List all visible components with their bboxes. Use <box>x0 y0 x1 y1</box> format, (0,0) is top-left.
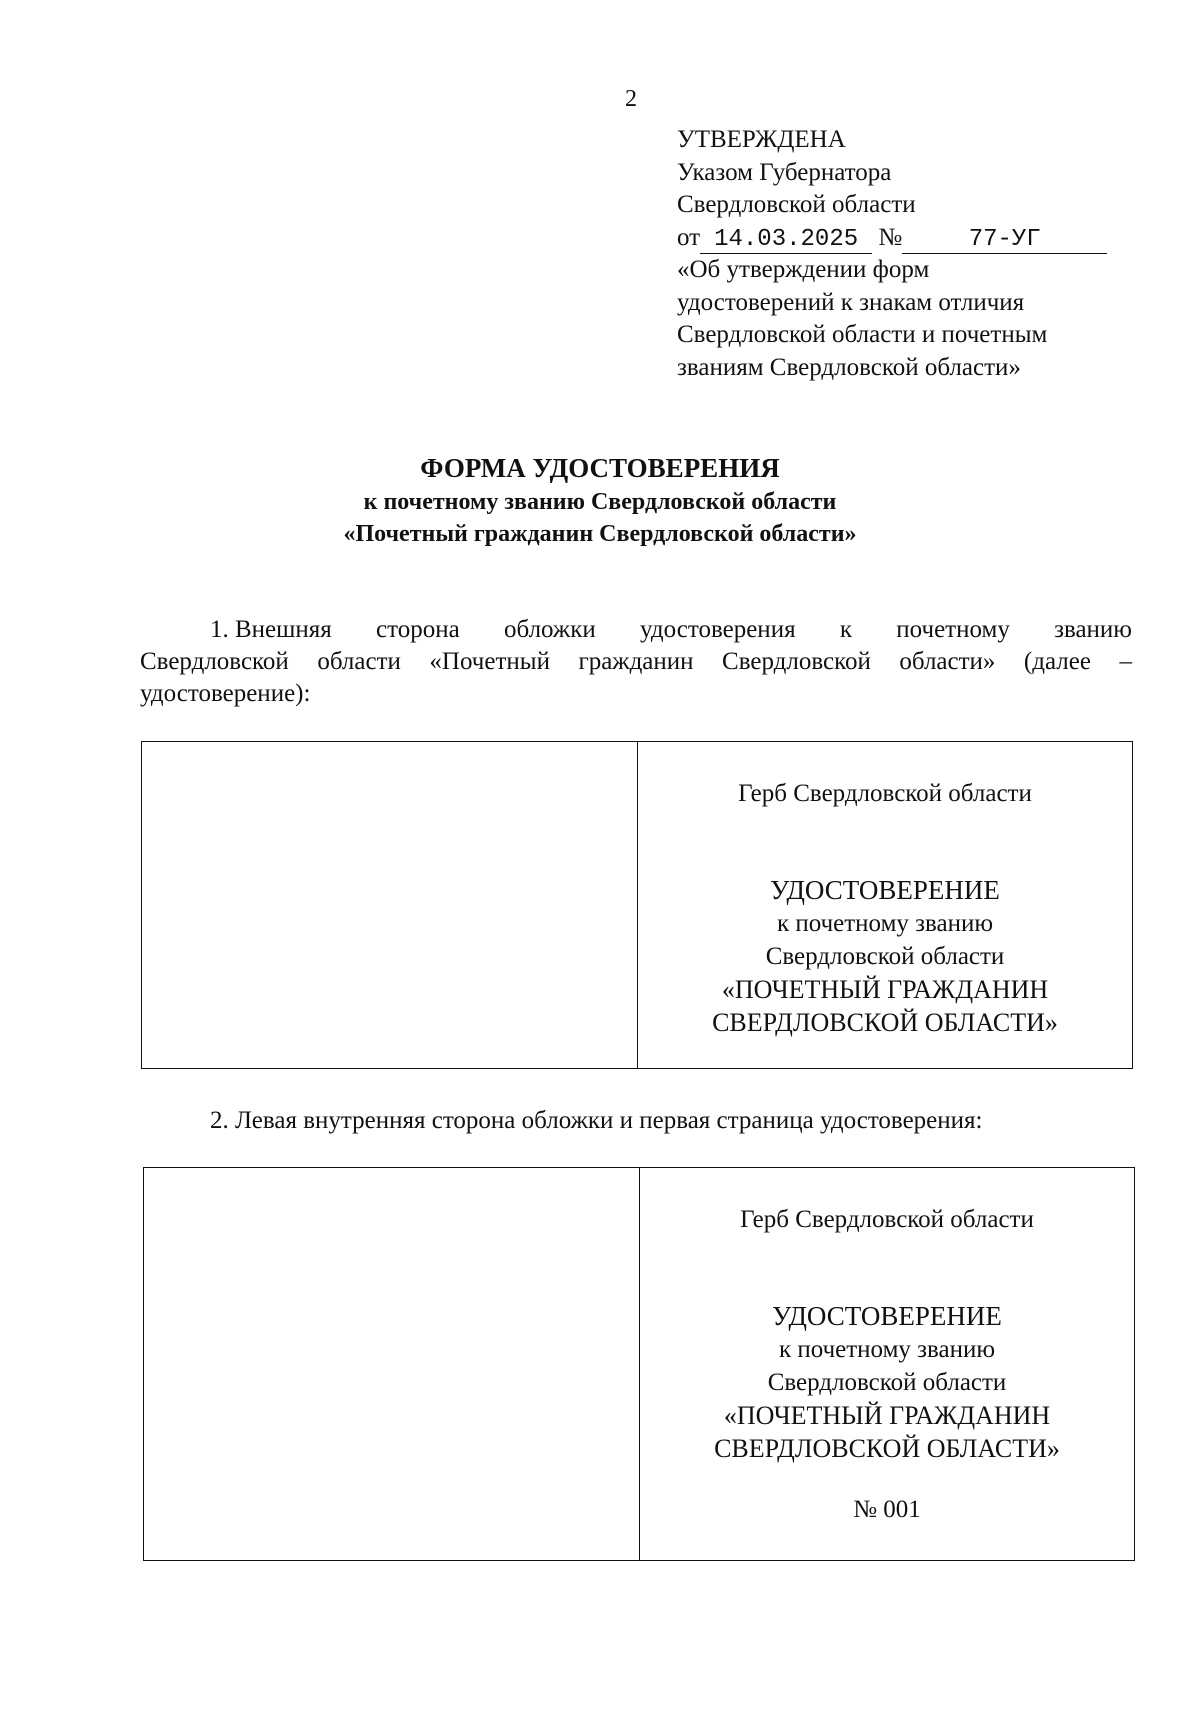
certificate-line: Свердловской области <box>767 1369 1007 1396</box>
title-line-2: к почетному званию Свердловской области <box>363 489 837 515</box>
word: почетному <box>896 616 1010 643</box>
word: области <box>317 648 401 675</box>
approval-subject-line: званиям Свердловской области» <box>677 353 1021 381</box>
word: званию <box>1054 616 1132 643</box>
approval-stamp: УТВЕРЖДЕНА Указом Губернатора Свердловск… <box>677 124 1137 384</box>
certificate-title: УДОСТОВЕРЕНИЕ <box>772 1301 1002 1331</box>
approval-region: Свердловской области <box>677 191 916 218</box>
coat-of-arms-placeholder: Герб Свердловской области <box>738 780 1032 807</box>
word: (далее <box>1023 648 1091 675</box>
form-left-panel <box>144 1168 640 1560</box>
form-inner-cover: Герб Свердловской области УДОСТОВЕРЕНИЕ … <box>143 1167 1135 1561</box>
title-line-3: «Почетный гражданин Свердловской области… <box>343 521 857 547</box>
date-prefix: от <box>677 223 701 251</box>
word: Свердловской <box>140 648 289 675</box>
certificate-line: «ПОЧЕТНЫЙ ГРАЖДАНИН <box>721 975 1049 1004</box>
item-1-paragraph: 1. Внешняя сторона обложки удостоверения… <box>140 614 1132 710</box>
certificate-title: УДОСТОВЕРЕНИЕ <box>770 875 1000 905</box>
word: гражданин <box>578 648 694 675</box>
approval-subject-line: Свердловской области и почетным <box>677 321 1048 348</box>
word: Свердловской <box>722 648 871 675</box>
approval-heading: УТВЕРЖДЕНА <box>677 126 846 153</box>
certificate-line: к почетному званию <box>776 910 994 937</box>
certificate-line: СВЕРДЛОВСКОЙ ОБЛАСТИ» <box>712 1008 1058 1037</box>
item-1-line-1: 1. Внешняя сторона обложки удостоверения… <box>140 614 1132 646</box>
form-left-panel <box>142 742 638 1068</box>
approval-issuer: Указом Губернатора <box>677 158 892 186</box>
decree-date: 14.03.2025 <box>700 226 873 254</box>
coat-of-arms-placeholder: Герб Свердловской области <box>740 1206 1034 1233</box>
certificate-line: СВЕРДЛОВСКОЙ ОБЛАСТИ» <box>714 1434 1060 1463</box>
title-line-1: ФОРМА УДОСТОВЕРЕНИЯ <box>420 453 780 483</box>
decree-number: 77-УГ <box>902 226 1108 254</box>
word: «Почетный <box>429 648 550 675</box>
word: – <box>1119 648 1132 675</box>
word: удостоверения <box>640 616 796 643</box>
item-1-line-2: Свердловской области «Почетный гражданин… <box>140 646 1132 678</box>
form-right-panel: Герб Свердловской области УДОСТОВЕРЕНИЕ … <box>640 1168 1134 1560</box>
word: к <box>839 616 852 643</box>
page-number: 2 <box>625 86 637 112</box>
certificate-number: № 001 <box>853 1496 921 1523</box>
approval-subject-line: «Об утверждении форм <box>677 256 930 283</box>
certificate-line: «ПОЧЕТНЫЙ ГРАЖДАНИН <box>723 1401 1051 1430</box>
word: 1. Внешняя <box>210 616 332 643</box>
certificate-line: к почетному званию <box>778 1336 996 1363</box>
document-title: ФОРМА УДОСТОВЕРЕНИЯ к почетному званию С… <box>0 450 1200 550</box>
approval-subject-line: удостоверений к знакам отличия <box>677 288 1025 316</box>
item-2-paragraph: 2. Левая внутренняя сторона обложки и пе… <box>210 1107 983 1134</box>
word: обложки <box>503 616 596 643</box>
form-outer-cover: Герб Свердловской области УДОСТОВЕРЕНИЕ … <box>141 741 1133 1069</box>
number-sign: № <box>878 223 903 251</box>
certificate-line: Свердловской области <box>765 943 1005 970</box>
word: области» <box>899 648 996 675</box>
item-1-line-3: удостоверение): <box>140 680 311 707</box>
form-right-panel: Герб Свердловской области УДОСТОВЕРЕНИЕ … <box>638 742 1132 1068</box>
word: сторона <box>376 616 460 643</box>
